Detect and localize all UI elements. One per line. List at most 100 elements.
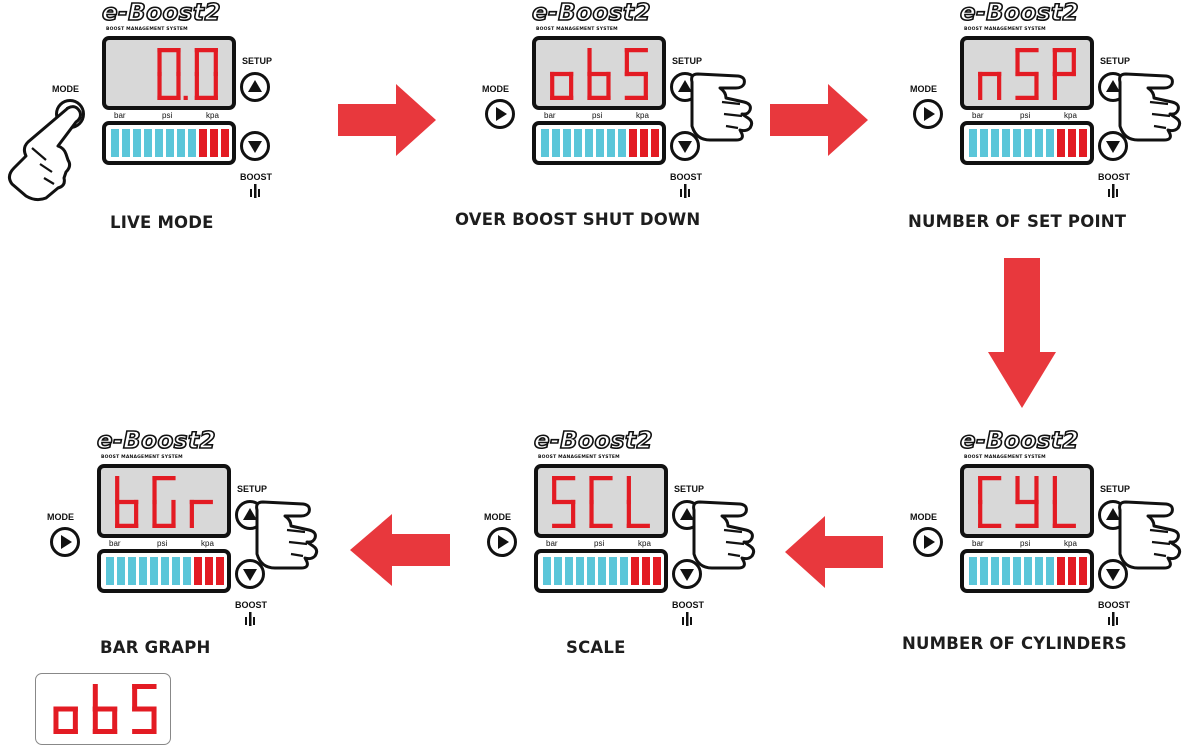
caption-scale: SCALE xyxy=(566,638,626,657)
bar-segment xyxy=(991,557,999,585)
boost-label: BOOST xyxy=(235,600,268,610)
bar-segment xyxy=(629,129,637,157)
caption-bar-graph: BAR GRAPH xyxy=(100,638,211,657)
units-row: bar psi kpa xyxy=(101,539,229,549)
boost-button[interactable] xyxy=(670,131,700,161)
up-arrow-icon xyxy=(1106,508,1120,520)
pointing-hand-icon xyxy=(686,62,766,147)
bar-segment xyxy=(155,129,163,157)
bar-segment xyxy=(1013,129,1021,157)
setup-label: SETUP xyxy=(237,484,268,494)
play-icon xyxy=(498,535,509,549)
mode-button[interactable] xyxy=(487,527,517,557)
panel-bar-graph: e-Boost2 BOOST MANAGEMENT SYSTEM bar psi… xyxy=(25,427,319,658)
setup-label: SETUP xyxy=(674,484,705,494)
boost-bar-graph xyxy=(97,549,231,593)
panel-number-of-cylinders: e-Boost2 BOOST MANAGEMENT SYSTEM bar psi… xyxy=(888,427,1182,658)
bar-segment xyxy=(631,557,639,585)
units-row: bar psi kpa xyxy=(106,111,234,121)
caption-over-boost-shut-down: OVER BOOST SHUT DOWN xyxy=(455,210,701,229)
boost-button[interactable] xyxy=(672,559,702,589)
boost-button[interactable] xyxy=(240,131,270,161)
bar-segment xyxy=(574,129,582,157)
bar-segment xyxy=(607,129,615,157)
display-screen xyxy=(532,36,666,110)
bar-segment xyxy=(1046,129,1054,157)
display-screen xyxy=(534,464,668,538)
bar-segment xyxy=(1057,557,1065,585)
logo-subtitle: BOOST MANAGEMENT SYSTEM xyxy=(536,27,618,32)
up-arrow-icon xyxy=(680,508,694,520)
setup-button[interactable] xyxy=(240,72,270,102)
up-arrow-icon xyxy=(678,80,692,92)
down-arrow-icon xyxy=(680,569,694,581)
bar-segment xyxy=(1002,129,1010,157)
units-row: bar psi kpa xyxy=(964,111,1092,121)
boost-bar-graph xyxy=(960,121,1094,165)
mode-button[interactable] xyxy=(913,99,943,129)
bar-segment xyxy=(1024,129,1032,157)
bar-segment xyxy=(618,129,626,157)
logo-subtitle: BOOST MANAGEMENT SYSTEM xyxy=(101,455,183,460)
down-arrow-icon xyxy=(1106,141,1120,153)
setup-label: SETUP xyxy=(242,56,273,66)
bar-segment xyxy=(1079,557,1087,585)
bar-segment xyxy=(554,557,562,585)
bar-segment xyxy=(128,557,136,585)
mode-button[interactable] xyxy=(485,99,515,129)
boost-label: BOOST xyxy=(672,600,705,610)
panel-scale: e-Boost2 BOOST MANAGEMENT SYSTEM bar psi… xyxy=(462,427,756,658)
bar-segment xyxy=(640,129,648,157)
boost-bar-graph xyxy=(532,121,666,165)
logo-text: e-Boost2 xyxy=(96,427,216,455)
logo-text: e-Boost2 xyxy=(959,0,1079,27)
bar-segment xyxy=(172,557,180,585)
boost-signal-icon xyxy=(250,184,260,198)
boost-button[interactable] xyxy=(235,559,265,589)
panel-over-boost-shut-down: e-Boost2 BOOST MANAGEMENT SYSTEM bar psi… xyxy=(460,0,754,230)
pointing-hand-icon xyxy=(688,490,768,575)
pointing-hand-icon xyxy=(6,102,88,207)
bar-segment xyxy=(653,557,661,585)
bar-segment xyxy=(969,129,977,157)
bar-segment xyxy=(552,129,560,157)
boost-bar-graph xyxy=(102,121,236,165)
boost-label: BOOST xyxy=(240,172,273,182)
boost-bar-graph xyxy=(960,549,1094,593)
bar-segment xyxy=(1068,129,1076,157)
logo-text: e-Boost2 xyxy=(959,427,1079,455)
bar-segment xyxy=(543,557,551,585)
bar-segment xyxy=(576,557,584,585)
panel-number-of-set-point: e-Boost2 BOOST MANAGEMENT SYSTEM bar psi… xyxy=(888,0,1182,230)
bar-segment xyxy=(1046,557,1054,585)
unit-psi: psi xyxy=(162,111,173,120)
display-screen xyxy=(960,464,1094,538)
setup-label: SETUP xyxy=(672,56,703,66)
bar-segment xyxy=(620,557,628,585)
boost-signal-icon xyxy=(682,612,692,626)
bar-segment xyxy=(150,557,158,585)
bar-segment xyxy=(587,557,595,585)
logo-subtitle: BOOST MANAGEMENT SYSTEM xyxy=(964,27,1046,32)
eboost-logo: e-Boost2 BOOST MANAGEMENT SYSTEM xyxy=(96,427,237,464)
boost-button[interactable] xyxy=(1098,131,1128,161)
bar-segment xyxy=(1002,557,1010,585)
bar-segment xyxy=(194,557,202,585)
mode-label: MODE xyxy=(47,512,74,522)
mode-label: MODE xyxy=(52,84,79,94)
boost-button[interactable] xyxy=(1098,559,1128,589)
bar-segment xyxy=(210,129,218,157)
bar-segment xyxy=(642,557,650,585)
mode-button[interactable] xyxy=(913,527,943,557)
down-arrow-icon xyxy=(678,141,692,153)
unit-bar: bar xyxy=(109,539,121,548)
bar-segment xyxy=(1035,557,1043,585)
units-row: bar psi kpa xyxy=(538,539,666,549)
setup-label: SETUP xyxy=(1100,56,1131,66)
logo-subtitle: BOOST MANAGEMENT SYSTEM xyxy=(538,455,620,460)
bar-segment xyxy=(980,557,988,585)
eboost-logo: e-Boost2 BOOST MANAGEMENT SYSTEM xyxy=(101,0,242,36)
flow-arrow-right-2 xyxy=(770,84,868,156)
mode-label: MODE xyxy=(484,512,511,522)
mode-button[interactable] xyxy=(50,527,80,557)
